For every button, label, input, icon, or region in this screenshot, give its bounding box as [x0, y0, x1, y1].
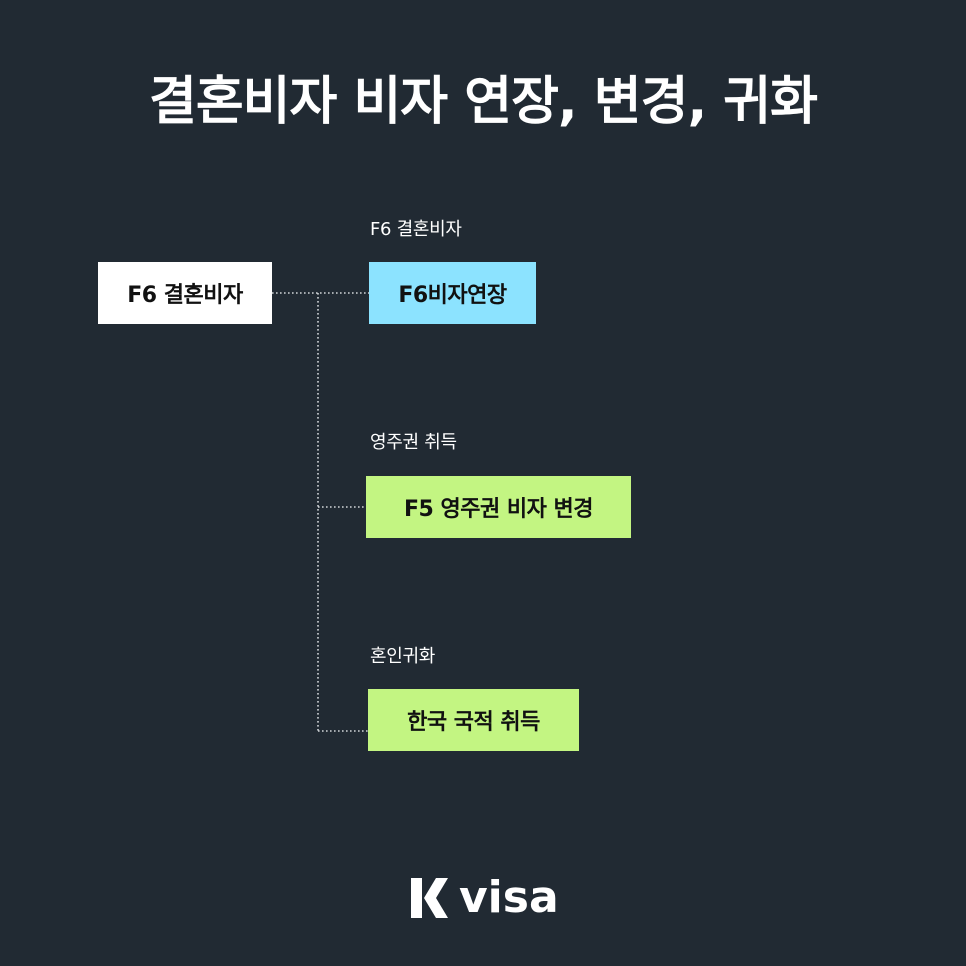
branch-node-f5-change: F5 영주권 비자 변경	[366, 476, 631, 538]
logo-text: visa	[459, 872, 559, 923]
branch-caption-extension: F6 결혼비자	[370, 219, 462, 240]
brand-logo: visa	[409, 870, 559, 926]
page-title: 결혼비자 비자 연장, 변경, 귀화	[148, 72, 818, 132]
branch-node-label: 한국 국적 취득	[407, 710, 540, 735]
branch-node-label: F5 영주권 비자 변경	[404, 497, 594, 522]
branch-node-korean-nationality: 한국 국적 취득	[368, 689, 579, 751]
branch-caption-permanent-residency: 영주권 취득	[370, 432, 457, 453]
branch-node-f6-extension: F6비자연장	[369, 262, 536, 324]
root-node-f6-marriage-visa: F6 결혼비자	[98, 262, 272, 324]
k-logo-icon	[411, 878, 448, 918]
branch-caption-naturalization: 혼인귀화	[370, 646, 436, 667]
root-node-label: F6 결혼비자	[127, 283, 243, 308]
branch-node-label: F6비자연장	[398, 283, 507, 308]
